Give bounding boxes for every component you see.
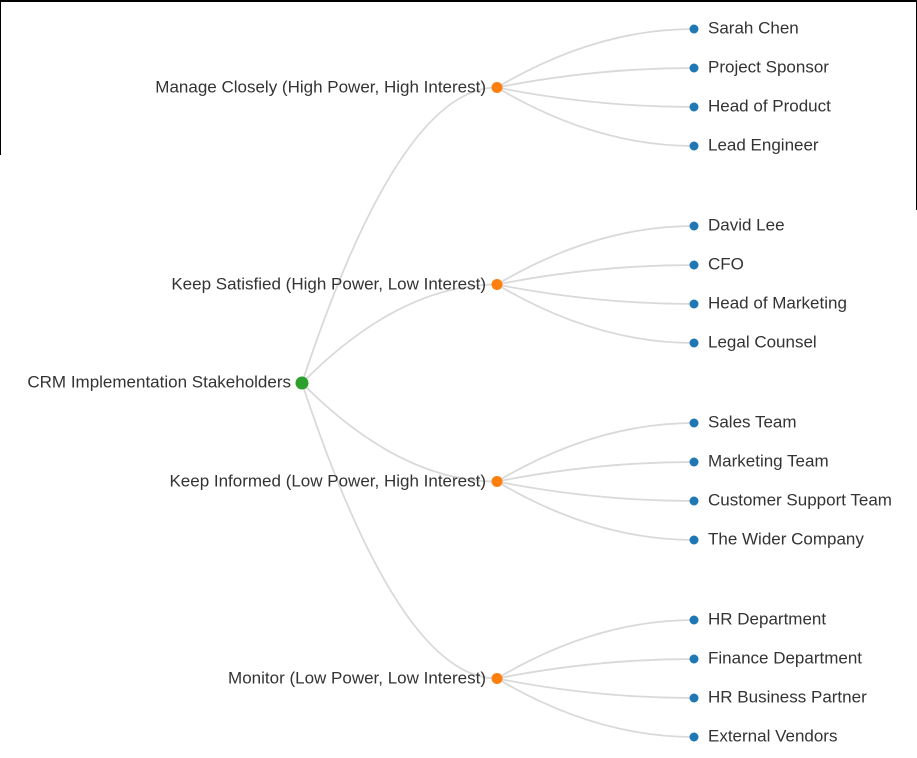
link-curve [496, 28, 695, 89]
root-dot[interactable] [295, 376, 309, 390]
link-curve [496, 677, 695, 738]
leaf-dot[interactable] [689, 535, 699, 545]
link-curve [496, 67, 695, 89]
link-curve [301, 382, 498, 680]
link-curve [496, 619, 695, 680]
link-curve [496, 461, 695, 483]
link-curve [496, 677, 695, 699]
link-curve [496, 86, 695, 147]
leaf-dot[interactable] [689, 615, 699, 625]
leaf-dot[interactable] [689, 102, 699, 112]
leaf-dot[interactable] [689, 141, 699, 151]
link-curve [496, 283, 695, 344]
link-curve [496, 658, 695, 680]
leaf-dot[interactable] [689, 732, 699, 742]
leaf-dot[interactable] [689, 693, 699, 703]
leaf-dot[interactable] [689, 299, 699, 309]
link-curve [496, 480, 695, 502]
leaf-dot[interactable] [689, 221, 699, 231]
window-frame-left [0, 0, 1, 155]
leaf-dot[interactable] [689, 338, 699, 348]
branch-dot[interactable] [491, 82, 503, 93]
link-curve [496, 86, 695, 108]
link-curve [496, 480, 695, 541]
leaf-dot[interactable] [689, 654, 699, 664]
leaf-dot[interactable] [689, 24, 699, 34]
window-frame-top [0, 0, 917, 2]
link-curve [496, 264, 695, 286]
leaf-dot[interactable] [689, 418, 699, 428]
link-curve [301, 86, 498, 384]
leaf-dot[interactable] [689, 63, 699, 73]
link-curve [301, 382, 498, 483]
link-curve [496, 283, 695, 305]
branch-dot[interactable] [491, 673, 503, 684]
leaf-dot[interactable] [689, 260, 699, 270]
link-curve [496, 422, 695, 483]
link-curve [496, 225, 695, 286]
leaf-dot[interactable] [689, 457, 699, 467]
branch-dot[interactable] [491, 279, 503, 290]
leaf-dot[interactable] [689, 496, 699, 506]
link-curve [301, 283, 498, 384]
branch-dot[interactable] [491, 476, 503, 487]
